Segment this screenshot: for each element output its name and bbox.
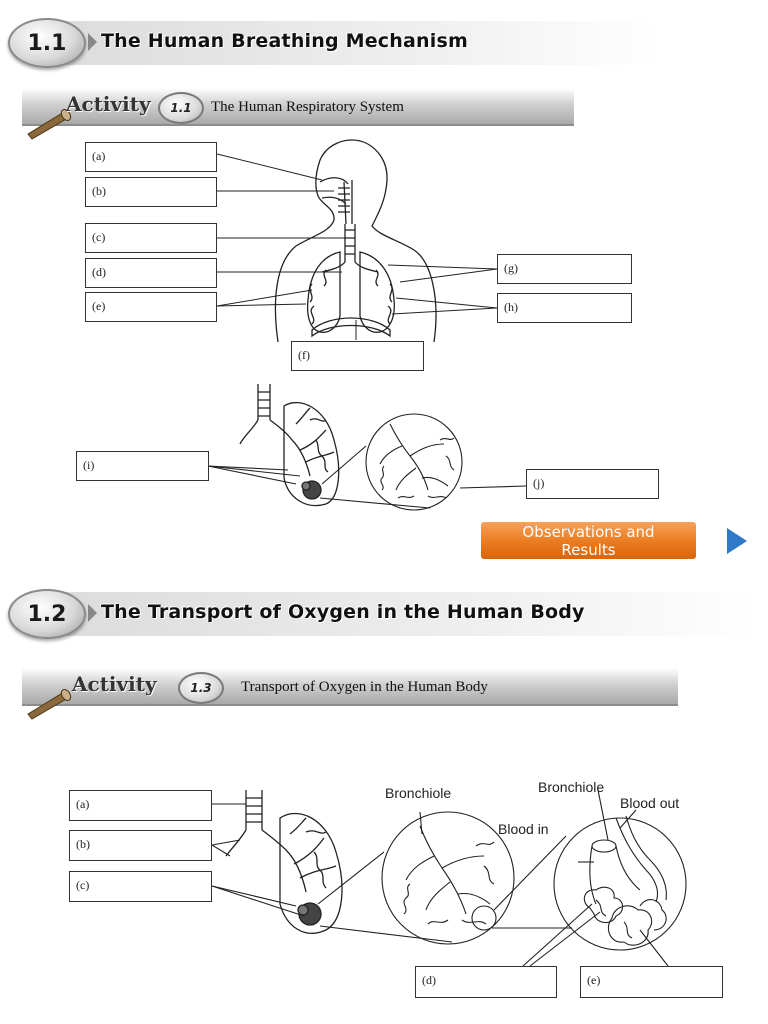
observations-button-line2: Results	[561, 541, 616, 559]
activity-1-banner	[22, 88, 574, 126]
label-box-2b[interactable]: (b)	[69, 830, 212, 861]
section-1-number-badge: 1.1	[8, 18, 86, 68]
observations-button-line1: Observations and	[522, 523, 655, 541]
label-box-j[interactable]: (j)	[526, 469, 659, 499]
label-box-2a[interactable]: (a)	[69, 790, 212, 821]
telescope-icon	[27, 688, 72, 720]
label-box-h[interactable]: (h)	[497, 293, 632, 323]
section-2-header-bar	[60, 592, 760, 636]
section-2-number-badge: 1.2	[8, 589, 86, 639]
activity-1-word: Activity	[66, 92, 151, 116]
blood-out-label: Blood out	[620, 795, 679, 811]
bronchiole-left-label: Bronchiole	[385, 785, 451, 801]
oxygen-transport-figure: Bronchiole Bronchiole Blood out Blood in	[211, 779, 687, 967]
activity-1-title: The Human Respiratory System	[211, 99, 404, 115]
bronchiole-right-label: Bronchiole	[538, 779, 604, 795]
label-box-e[interactable]: (e)	[85, 292, 217, 322]
section-2-chevron-icon	[88, 604, 97, 622]
blood-in-label: Blood in	[498, 821, 549, 837]
activity-2-title: Transport of Oxygen in the Human Body	[241, 679, 488, 695]
respiratory-system-figure	[207, 139, 527, 511]
observations-results-button[interactable]: Observations and Results	[481, 522, 696, 559]
section-1-chevron-icon	[88, 33, 97, 51]
label-box-2d[interactable]: (d)	[415, 966, 557, 998]
next-arrow-icon[interactable]	[727, 528, 747, 554]
label-box-2c[interactable]: (c)	[69, 871, 212, 902]
section-1-title: The Human Breathing Mechanism	[101, 30, 468, 52]
label-box-b[interactable]: (b)	[85, 177, 217, 207]
activity-1-number: 1.1	[170, 101, 192, 115]
label-box-a[interactable]: (a)	[85, 142, 217, 172]
activity-2-word: Activity	[72, 672, 157, 696]
label-box-d[interactable]: (d)	[85, 258, 217, 288]
activity-2-number-badge: 1.3	[178, 672, 224, 704]
section-1-number: 1.1	[27, 30, 67, 56]
label-box-2e[interactable]: (e)	[580, 966, 723, 998]
label-box-f[interactable]: (f)	[291, 341, 424, 371]
section-2-number: 1.2	[27, 601, 67, 627]
telescope-icon	[27, 108, 72, 140]
activity-2-banner	[22, 668, 678, 706]
section-2-title: The Transport of Oxygen in the Human Bod…	[101, 601, 585, 623]
label-box-c[interactable]: (c)	[85, 223, 217, 253]
activity-1-number-badge: 1.1	[158, 92, 204, 124]
activity-2-number: 1.3	[190, 681, 212, 695]
section-1-header-bar	[60, 21, 660, 65]
label-box-i[interactable]: (i)	[76, 451, 209, 481]
label-box-g[interactable]: (g)	[497, 254, 632, 284]
